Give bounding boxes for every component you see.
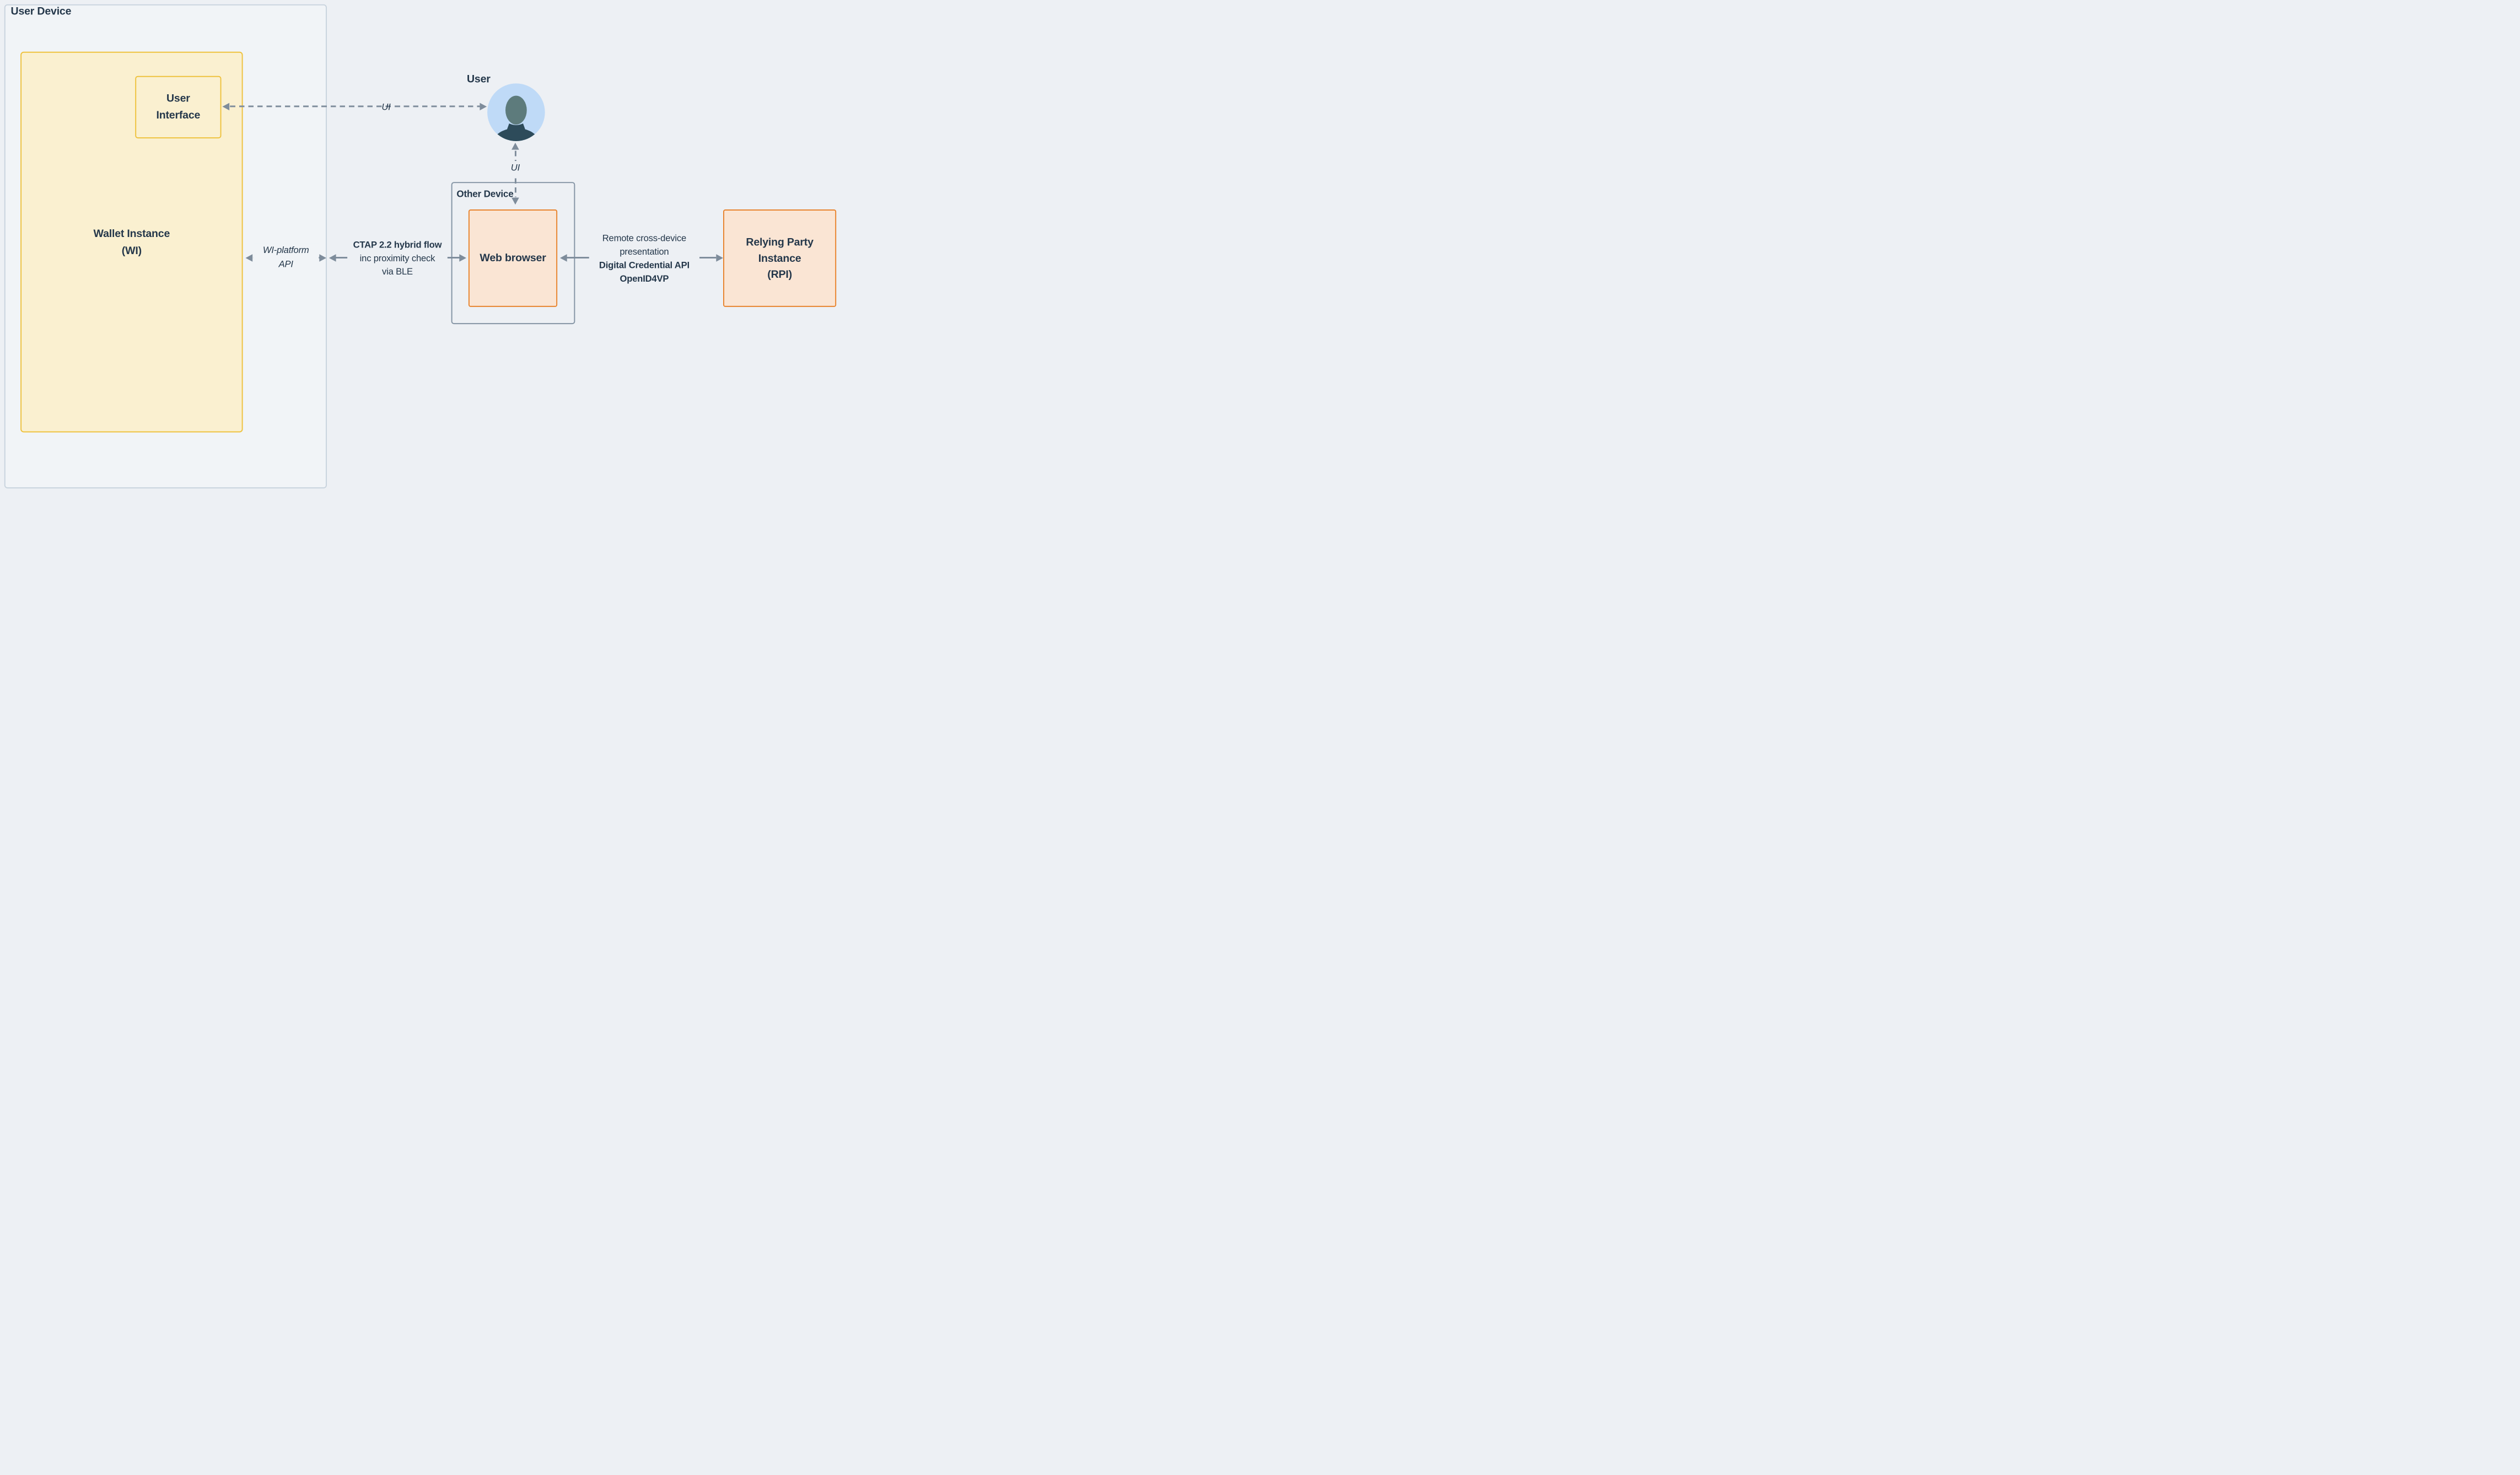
arrowhead-right-ctap [459,254,467,262]
web-browser-box: Web browser [468,209,558,307]
arrowhead-right-remote [716,254,724,262]
user-device-title: User Device [10,5,72,18]
arrowhead-left-ctap [329,254,336,262]
ctap-label: CTAP 2.2 hybrid flow inc proximity check… [347,238,448,279]
arrowhead-up-ui-vertical [511,142,519,150]
wi-platform-label: WI-platform API [253,243,319,272]
arrowhead-right-ui-top [480,103,487,111]
arrowhead-down-ui-vertical [511,197,519,205]
web-browser-label: Web browser [480,252,546,264]
ui-vertical-label: UI [504,161,527,175]
arrowhead-right-wi-platform [319,254,327,262]
user-interface-label: User Interface [156,93,201,121]
relying-party-instance-label: Relying Party Instance (RPI) [746,236,814,281]
arrowhead-left-ui-top [222,103,230,111]
other-device-box [451,182,575,325]
user-avatar-icon [487,83,545,141]
relying-party-instance-box: Relying Party Instance (RPI) [723,209,837,307]
arrowhead-left-wi-platform [245,254,253,262]
remote-presentation-label: Remote cross-device presentation Digital… [589,232,700,286]
other-device-title: Other Device [456,188,514,200]
ui-top-label: UI [381,101,391,112]
wallet-instance-label: Wallet Instance (WI) [93,227,170,257]
diagram-stage: User Device Wallet Instance (WI) User In… [0,0,840,492]
diagram-canvas: User Device Wallet Instance (WI) User In… [0,0,840,492]
arrowhead-left-remote [559,254,567,262]
ui-top-dashed-line [230,105,480,107]
user-title: User [466,73,491,85]
user-interface-box: User Interface [135,76,222,139]
